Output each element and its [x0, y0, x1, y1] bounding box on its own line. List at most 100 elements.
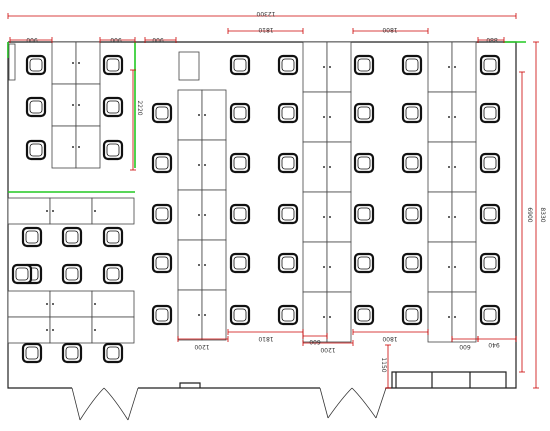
- desk-handle: [204, 164, 206, 166]
- chair: [61, 226, 83, 248]
- desk-handle: [454, 216, 456, 218]
- desk-handle: [72, 62, 74, 64]
- desk-handle: [329, 66, 331, 68]
- desk-handle: [329, 116, 331, 118]
- desk-handle: [329, 216, 331, 218]
- desk-handle: [72, 146, 74, 148]
- chair: [229, 203, 251, 225]
- dim-right-total: 8330: [539, 207, 546, 222]
- desk-handle: [448, 166, 450, 168]
- desk: [49, 316, 93, 344]
- chair: [401, 203, 423, 225]
- desk-handle: [78, 104, 80, 106]
- chair: [277, 252, 299, 274]
- desk: [7, 290, 51, 318]
- desk-handle: [198, 164, 200, 166]
- dim-gap-900-b: 900: [110, 36, 122, 43]
- chair: [353, 54, 375, 76]
- chair: [277, 203, 299, 225]
- desk-handle: [323, 116, 325, 118]
- dim-bottom-1200-a: 1200: [194, 343, 209, 350]
- chair: [479, 304, 501, 326]
- desk-handle: [448, 316, 450, 318]
- chair: [151, 152, 173, 174]
- chair: [151, 252, 173, 274]
- desk-handle: [323, 216, 325, 218]
- dim-bottom-1200-b: 1200: [320, 346, 335, 353]
- desk-handle: [94, 329, 96, 331]
- chair: [277, 102, 299, 124]
- dim-bottom-1800: 1800: [382, 335, 397, 342]
- chair: [353, 102, 375, 124]
- desk-handle: [448, 216, 450, 218]
- chair: [479, 252, 501, 274]
- desk: [49, 197, 93, 225]
- chair: [61, 342, 83, 364]
- dim-desk-span-2: 1800: [382, 26, 397, 33]
- desk-handle: [448, 266, 450, 268]
- desk-handle: [204, 264, 206, 266]
- desk-handle: [46, 303, 48, 305]
- dimension-labels: 12300 1810 1800 900 900 900 880 2220 690…: [26, 10, 546, 373]
- chair: [277, 304, 299, 326]
- dim-gap-900-a: 900: [26, 36, 38, 43]
- chair: [229, 102, 251, 124]
- desk-handle: [198, 314, 200, 316]
- chair: [229, 304, 251, 326]
- entrance-door-left: [71, 387, 139, 421]
- dim-door-clear: 1150: [380, 357, 387, 372]
- chair: [21, 226, 43, 248]
- desk-handle: [204, 114, 206, 116]
- glass-partitions: [7, 41, 526, 193]
- desk-handle: [94, 210, 96, 212]
- desk-handle: [52, 210, 54, 212]
- dim-bottom-1810: 1810: [258, 335, 273, 342]
- chair-layer: [11, 54, 501, 364]
- chair: [25, 96, 47, 118]
- dim-desk-span-1: 1810: [258, 26, 273, 33]
- desk-handle: [204, 314, 206, 316]
- desk-handle: [323, 66, 325, 68]
- desk-handle: [454, 66, 456, 68]
- chair: [102, 226, 124, 248]
- chair: [102, 263, 124, 285]
- desk-handle: [52, 303, 54, 305]
- desk: [91, 316, 135, 344]
- desk-handle: [198, 264, 200, 266]
- chair: [61, 263, 83, 285]
- chair: [277, 54, 299, 76]
- chair: [401, 54, 423, 76]
- desk-handle: [448, 116, 450, 118]
- chair: [277, 152, 299, 174]
- desk-layer: [7, 41, 477, 344]
- desk-handle: [46, 210, 48, 212]
- chair: [479, 152, 501, 174]
- desk-handle: [78, 146, 80, 148]
- desk-handle: [329, 266, 331, 268]
- chair: [102, 139, 124, 161]
- chair: [102, 54, 124, 76]
- chair: [401, 252, 423, 274]
- chair: [353, 304, 375, 326]
- desk: [7, 197, 51, 225]
- cabinet: [8, 43, 200, 81]
- desk: [91, 197, 135, 225]
- chair: [11, 263, 33, 285]
- desk: [7, 316, 51, 344]
- chair: [401, 102, 423, 124]
- dim-overall-width: 12300: [256, 10, 275, 17]
- dimension-layer: [7, 13, 539, 389]
- chair: [151, 304, 173, 326]
- desk-handle: [323, 316, 325, 318]
- desk-handle: [72, 104, 74, 106]
- chair: [353, 252, 375, 274]
- chair: [151, 203, 173, 225]
- desk: [91, 290, 135, 318]
- chair: [401, 304, 423, 326]
- desk: [49, 290, 93, 318]
- chair: [479, 203, 501, 225]
- chair: [25, 54, 47, 76]
- chair: [151, 102, 173, 124]
- desk-handle: [52, 329, 54, 331]
